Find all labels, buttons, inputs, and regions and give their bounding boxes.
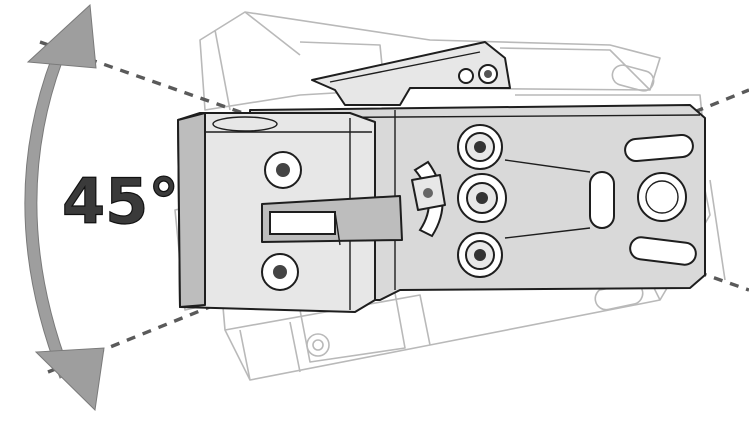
- slot-vertical: [589, 171, 615, 229]
- hinge-assembly: [177, 41, 706, 313]
- pivot-hole: [637, 172, 687, 222]
- angle-label: 45°: [62, 165, 179, 238]
- arrow-head-up-icon: [26, 3, 97, 69]
- screw-middle: [457, 173, 507, 223]
- screw-top: [457, 124, 503, 170]
- rotation-arrow: [24, 3, 105, 412]
- screw-bottom: [457, 232, 503, 278]
- clamp-screw-bottom: [261, 253, 299, 291]
- slot-lower: [629, 236, 697, 266]
- top-bracket: [311, 41, 511, 106]
- arrow-head-down-icon: [34, 347, 105, 412]
- slot-upper: [624, 133, 694, 163]
- clamp-screw-top: [264, 151, 302, 189]
